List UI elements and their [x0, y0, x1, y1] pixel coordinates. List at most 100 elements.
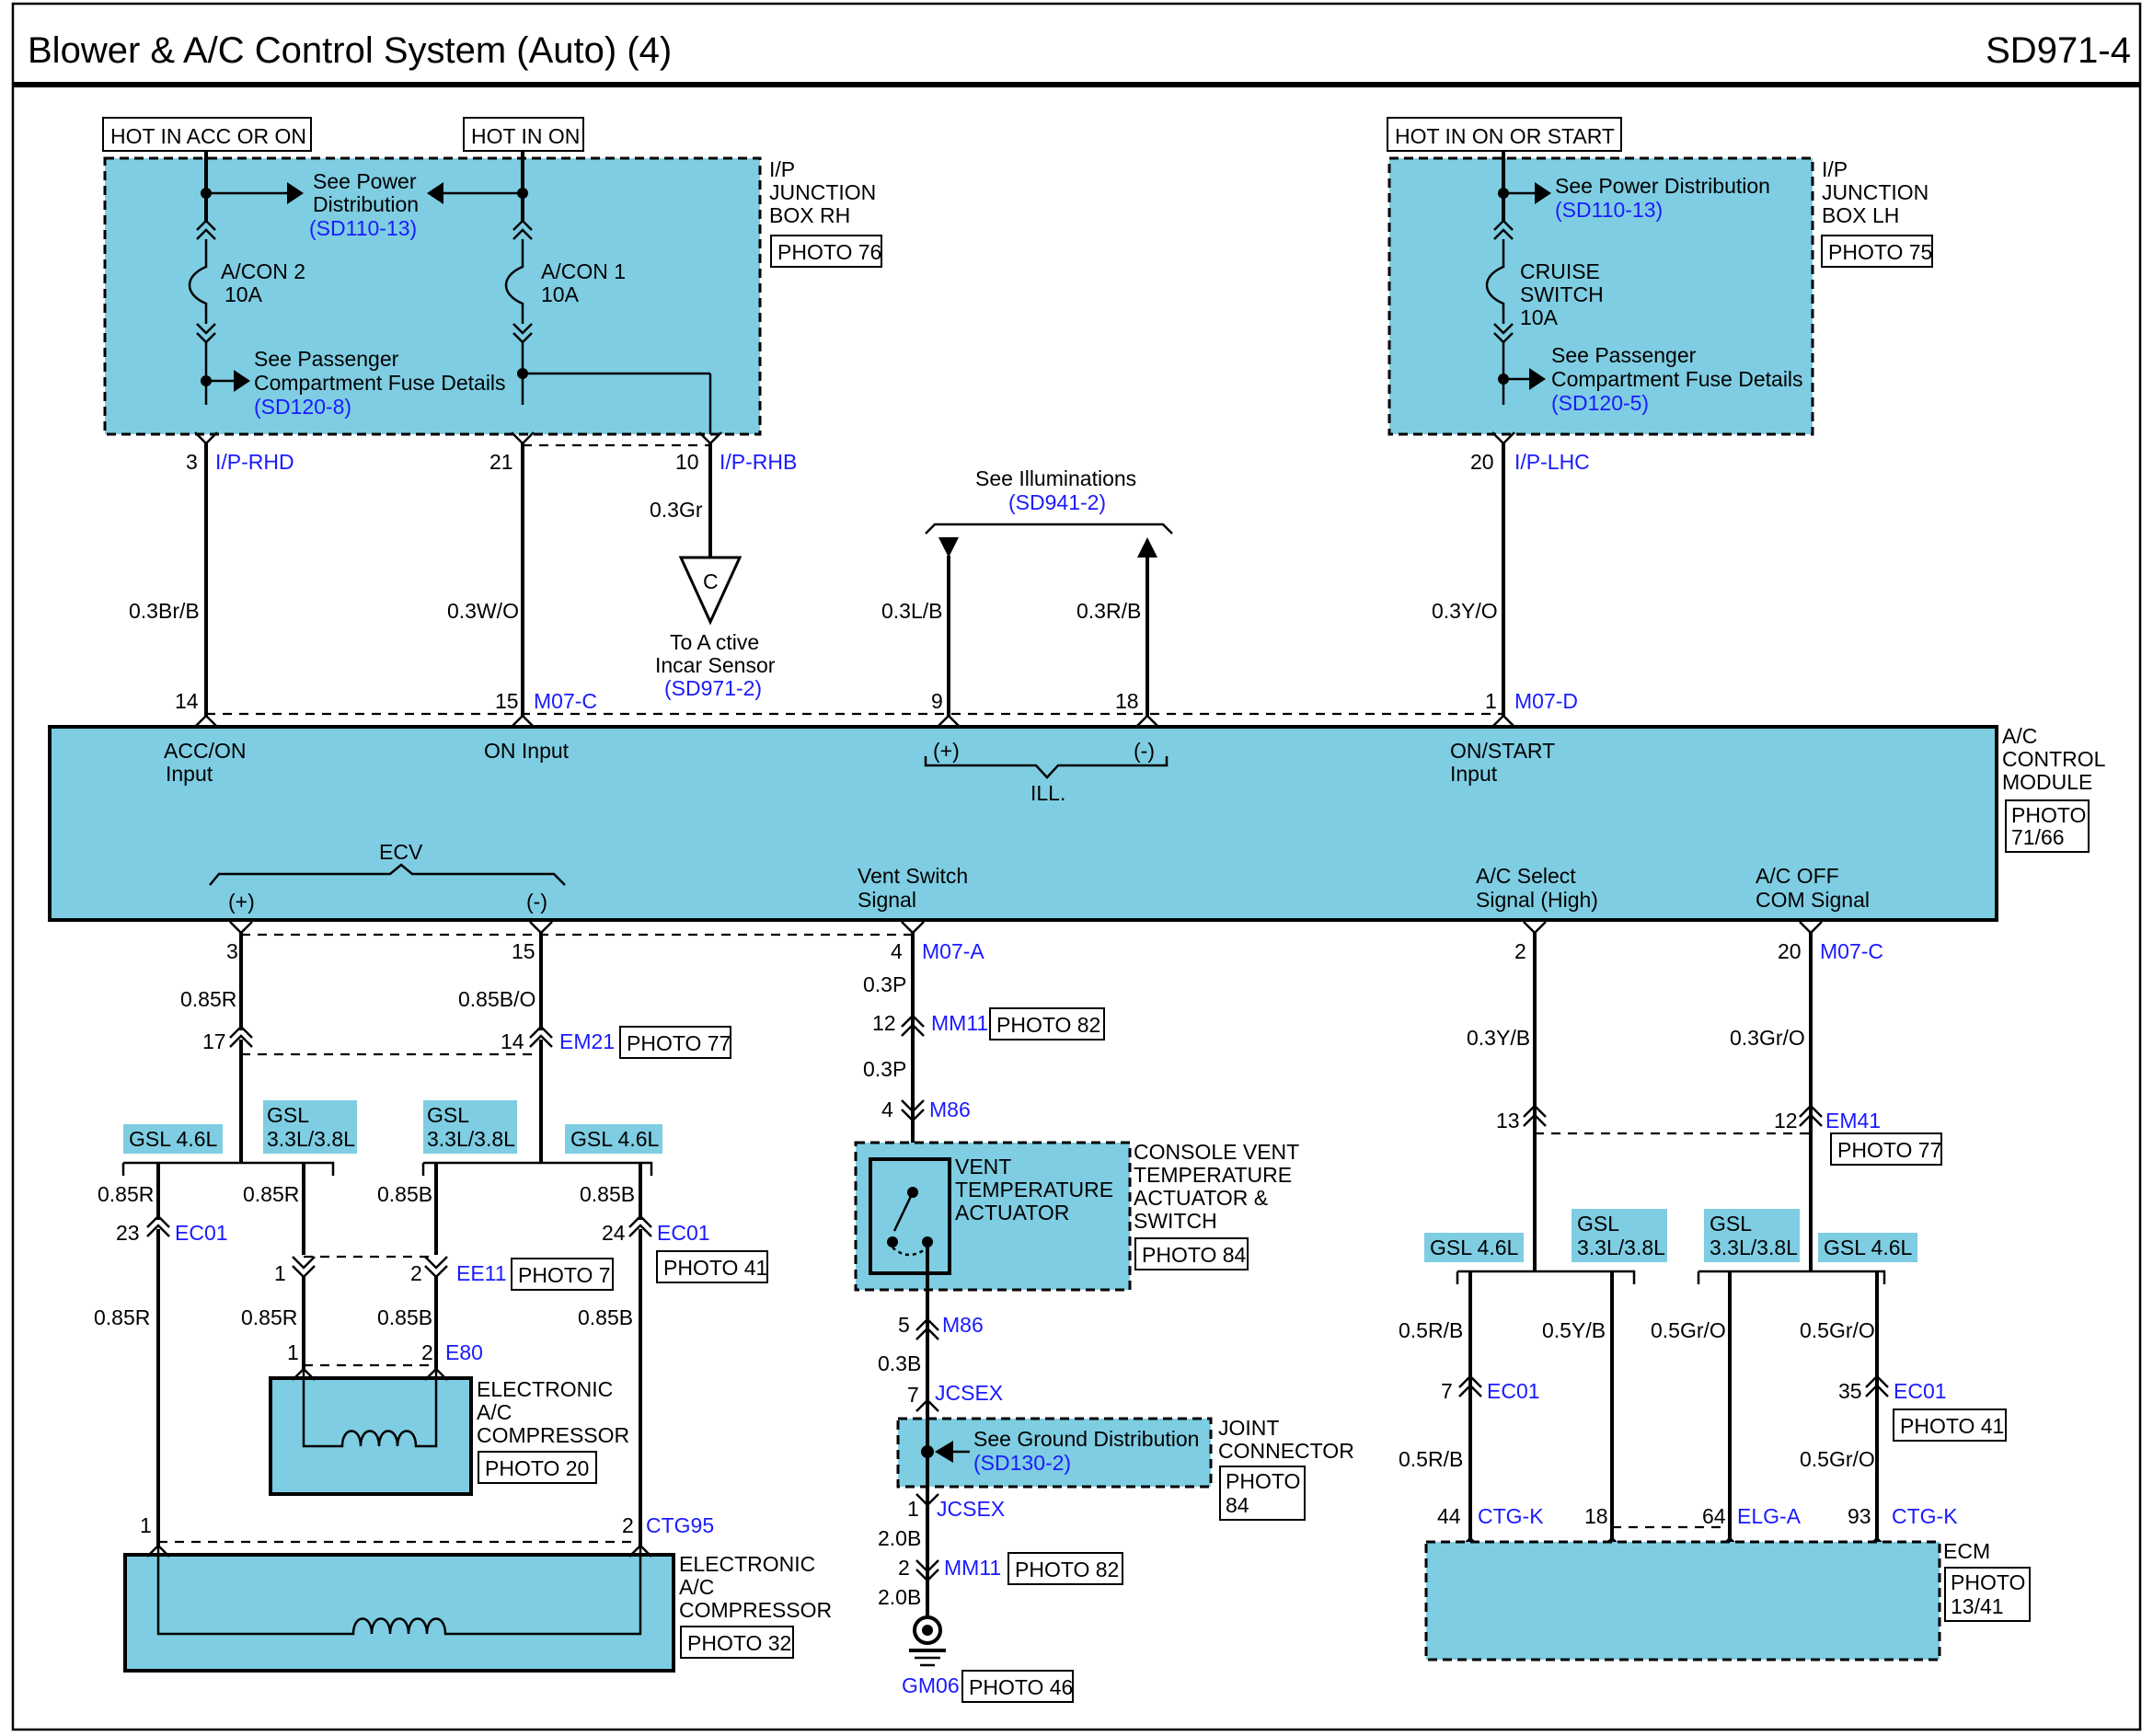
actuator-name: TEMPERATURE	[955, 1178, 1113, 1201]
junction-box-lh: HOT IN ON OR START See Power Distributio…	[1387, 117, 1933, 436]
wire-label: 0.85B	[377, 1182, 432, 1206]
compressor-name: COMPRESSOR	[679, 1598, 832, 1622]
module-label: COM Signal	[1756, 888, 1870, 912]
module-label: ILL.	[1030, 781, 1065, 805]
fuse-icon	[1485, 219, 1514, 405]
pin-label: 14	[175, 689, 199, 713]
see-pass-text: See Passenger	[254, 347, 399, 371]
photo-box	[1007, 1552, 1123, 1585]
junction-box-lh-outline	[1387, 156, 1814, 436]
pin-label: 7	[907, 1383, 919, 1407]
wire-label: 0.3Gr	[650, 498, 703, 522]
module-name: A/C	[2002, 724, 2037, 748]
variant-label: 3.3L/3.8L	[267, 1127, 355, 1151]
photo-box	[511, 1258, 614, 1291]
wire-label: 0.5Gr/O	[1651, 1318, 1726, 1342]
arrow-left-icon	[427, 182, 443, 204]
splice-dot	[921, 1445, 934, 1458]
pin-label: 1	[907, 1497, 919, 1521]
diagram-title: Blower & A/C Control System (Auto) (4)	[28, 30, 672, 71]
connector-label: CTG-K	[1892, 1504, 1958, 1528]
jb-rh-name: JUNCTION	[769, 180, 876, 204]
compressor-name: A/C	[477, 1400, 512, 1424]
switch-contact	[887, 1236, 898, 1247]
variant-tag	[1818, 1233, 1917, 1262]
module-label: A/C OFF	[1756, 864, 1839, 888]
variant-tag	[1424, 1233, 1524, 1262]
compressor-name: ELECTRONIC	[679, 1552, 815, 1576]
jb-lh-name: I/P	[1822, 157, 1848, 181]
ac-control-module: 14 15 M07-C 9 18 1 M07-D ACC/ON Input ON…	[48, 689, 2106, 963]
connector-label: MM11	[931, 1011, 988, 1035]
see-pass-ref: (SD120-8)	[254, 395, 351, 419]
console-vent-name: ACTUATOR &	[1134, 1186, 1268, 1210]
vent-switch-frame	[869, 1157, 951, 1275]
wire-label: 0.85R	[94, 1305, 150, 1329]
photo-box	[1893, 1408, 2007, 1442]
jb-lh-photo-box	[1821, 235, 1933, 268]
module-label: ECV	[379, 840, 423, 864]
pin-label: 15	[512, 939, 535, 963]
variant-label: GSL	[1577, 1212, 1619, 1236]
module-name: CONTROL	[2002, 747, 2106, 771]
pin-label: 17	[202, 1029, 226, 1053]
wire-label: 0.5R/B	[1399, 1447, 1463, 1471]
arrow-right-icon	[1529, 368, 1546, 390]
photo-label: PHOTO	[1226, 1469, 1300, 1493]
module-label: Vent Switch	[858, 864, 968, 888]
variant-label: 3.3L/3.8L	[427, 1127, 515, 1151]
pin-label: 5	[898, 1313, 910, 1337]
photo-box	[619, 1026, 731, 1059]
connector-label: M86	[942, 1313, 984, 1337]
console-vent-name: TEMPERATURE	[1134, 1163, 1292, 1187]
module-label: (+)	[933, 739, 960, 763]
module-label: ACC/ON	[164, 739, 246, 763]
jb-rh-name: BOX RH	[769, 203, 850, 227]
variant-label: GSL 4.6L	[570, 1127, 660, 1151]
console-vent-name: CONSOLE VENT	[1134, 1140, 1299, 1164]
pin-label: 1	[274, 1261, 286, 1285]
pin-label: 1	[140, 1513, 152, 1537]
variant-label: GSL 4.6L	[1430, 1236, 1519, 1259]
connector-label: I/P-LHC	[1514, 450, 1590, 474]
pin-label: 9	[931, 689, 943, 713]
wire-label: 0.3L/B	[881, 599, 943, 623]
wire-label: 0.3W/O	[447, 599, 519, 623]
pin-label: 3	[186, 450, 198, 474]
module-name: MODULE	[2002, 770, 2092, 794]
variant-tag	[263, 1100, 357, 1154]
connector-label: I/P-RHB	[720, 450, 797, 474]
variant-tag	[1572, 1209, 1667, 1262]
photo-label: 13/41	[1951, 1594, 2004, 1618]
module-label: ON Input	[484, 739, 570, 763]
wire-label: 0.5R/B	[1399, 1318, 1463, 1342]
fuse-label: 10A	[225, 282, 263, 306]
photo-box	[1134, 1237, 1249, 1270]
wire-label: 0.3P	[863, 1057, 906, 1081]
pin-label: 2	[1514, 939, 1526, 963]
module-label: (-)	[526, 890, 547, 914]
arrow-up-icon	[1137, 537, 1157, 558]
connector-label: EM21	[559, 1029, 615, 1053]
jb-rh-photo-box	[770, 235, 882, 268]
pin-label: 44	[1437, 1504, 1461, 1528]
power-label-on-start-box	[1387, 117, 1622, 152]
wire-label: 2.0B	[878, 1526, 921, 1550]
photo-label: PHOTO 41	[663, 1256, 767, 1280]
jb-rh-photo: PHOTO 76	[777, 240, 881, 264]
photo-box	[1830, 1132, 1942, 1166]
jb-lh-name: JUNCTION	[1822, 180, 1928, 204]
coil-icon	[156, 1547, 642, 1636]
ground-label: GM06	[902, 1673, 960, 1697]
ground-text: See Ground Distribution	[973, 1427, 1199, 1451]
photo-label: PHOTO 46	[969, 1675, 1073, 1699]
wire-label: 0.85R	[243, 1182, 299, 1206]
wire-label: 0.5Gr/O	[1800, 1447, 1875, 1471]
photo-label: PHOTO 84	[1142, 1243, 1247, 1267]
power-label-on-box	[463, 117, 584, 152]
variant-label: GSL	[267, 1103, 309, 1127]
see-pass-text: See Passenger	[1551, 343, 1697, 367]
ecm-body	[1424, 1540, 1941, 1661]
photo-box	[961, 1670, 1074, 1703]
photo-label: 84	[1226, 1493, 1249, 1517]
